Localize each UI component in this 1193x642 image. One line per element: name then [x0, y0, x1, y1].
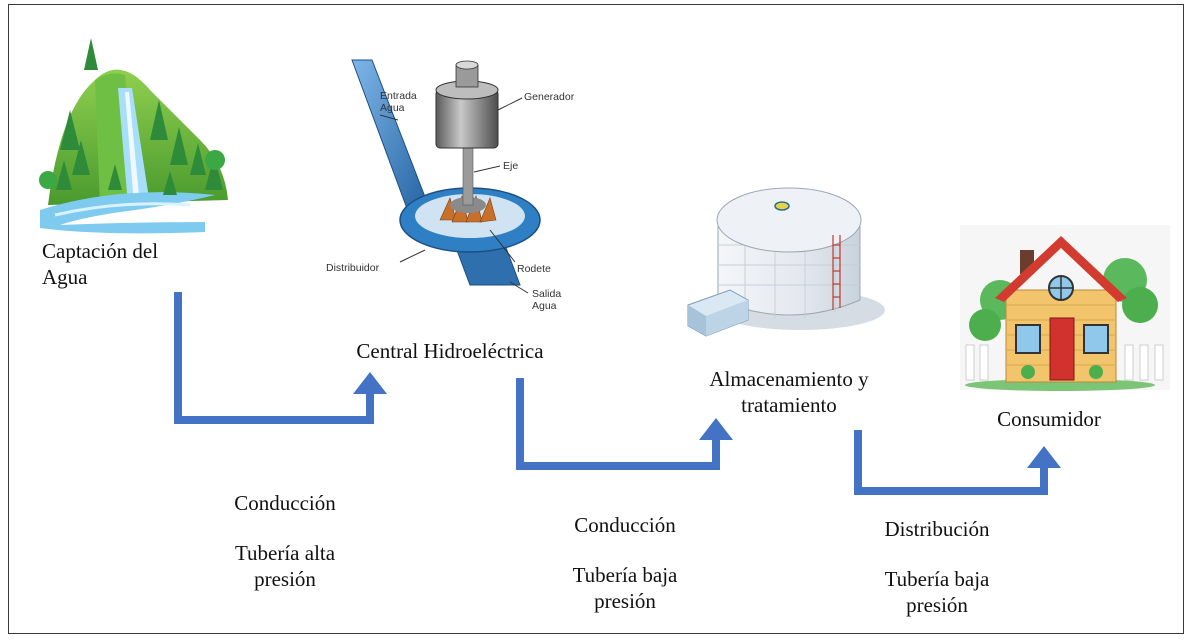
- edge-1-title: Conducción: [234, 491, 336, 515]
- edge-2-subtitle: Tubería baja presión: [572, 563, 678, 613]
- edge-2-title: Conducción: [574, 513, 676, 537]
- arrowhead-central: [353, 372, 387, 394]
- arrowhead-consumidor: [1027, 446, 1061, 468]
- label-entrada-agua: Entrada Agua: [380, 90, 417, 114]
- label-eje: Eje: [503, 160, 519, 172]
- arrow-conduccion-alta: [174, 292, 374, 424]
- storage-tank-illustration: [687, 187, 885, 337]
- label-rodete: Rodete: [517, 263, 551, 275]
- node-consumidor: Consumidor: [997, 407, 1101, 431]
- edge-1-subtitle: Tubería alta presión: [234, 541, 336, 591]
- node-central: Central Hidroeléctrica: [356, 339, 544, 363]
- label-distribuidor: Distribuidor: [326, 262, 380, 274]
- water-source-illustration: [39, 38, 228, 234]
- node-captacion: Captación del Agua: [42, 239, 159, 289]
- node-almacenamiento: Almacenamiento y tratamiento: [709, 367, 869, 417]
- turbine-illustration: [351, 59, 541, 294]
- house-illustration: [960, 225, 1170, 391]
- edge-3-title: Distribución: [884, 517, 990, 541]
- arrow-distribucion: [854, 430, 1048, 495]
- edge-3-subtitle: Tubería baja presión: [884, 567, 990, 617]
- arrow-conduccion-baja: [516, 378, 720, 470]
- arrowhead-almacenamiento: [699, 418, 733, 440]
- label-generador: Generador: [524, 91, 575, 103]
- label-salida-agua: Salida Agua: [532, 288, 562, 312]
